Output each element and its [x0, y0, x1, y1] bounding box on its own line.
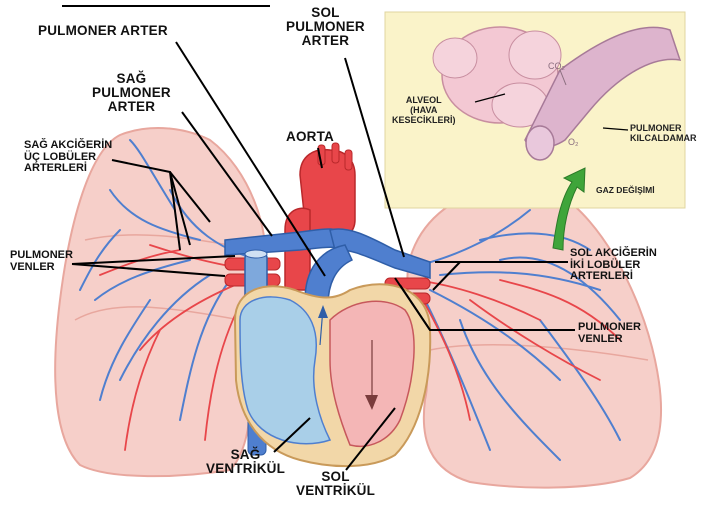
label-sol-akcigerin: SOL AKCİĞERİN İKİ LOBÜLER ARTERLERİ	[570, 248, 657, 283]
heart	[235, 284, 430, 466]
label-pulmoner-arter: PULMONER ARTER	[38, 24, 168, 38]
label-gaz-degisimi: GAZ DEĞİŞİMİ	[596, 186, 655, 195]
label-sag-akcigerin: SAĞ AKCİĞERİN ÜÇ LOBÜLER ARTERLERİ	[24, 140, 112, 175]
label-sag-pulmoner-arter: SAĞ PULMONER ARTER	[92, 72, 171, 115]
label-pulmoner-venler-left: PULMONER VENLER	[10, 250, 73, 273]
label-sol-ventrikul: SOL VENTRİKÜL	[296, 470, 375, 498]
label-sol-pulmoner-arter: SOL PULMONER ARTER	[286, 6, 365, 49]
label-alveol: ALVEOL (HAVA KESECİKLERİ)	[392, 96, 456, 126]
label-pulmoner-kilcaldamar: PULMONER KILCALDAMAR	[630, 124, 697, 144]
label-co2: CO₂	[548, 62, 565, 72]
label-pulmoner-venler-right: PULMONER VENLER	[578, 322, 641, 345]
label-aorta: AORTA	[286, 130, 334, 144]
label-sag-ventrikul: SAĞ VENTRİKÜL	[206, 448, 285, 476]
label-o2: O₂	[568, 138, 579, 148]
right-lung	[55, 128, 266, 476]
